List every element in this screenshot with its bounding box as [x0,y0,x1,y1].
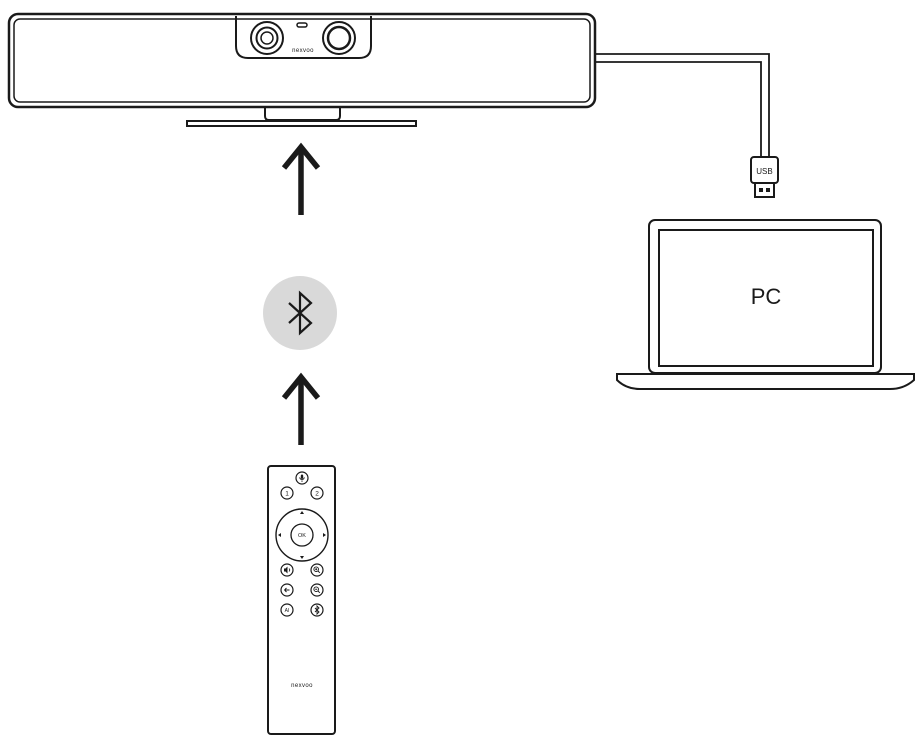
remote-bluetooth-button [310,603,324,617]
mount-bracket [186,107,417,127]
dpad-left-icon [278,533,281,537]
zoom-in-button [310,563,324,577]
remote-brand-logo: nexvoo [291,683,313,689]
camera-brand-logo: nexvoo [292,48,314,54]
ai-button: AI [280,603,294,617]
volume-button [280,563,294,577]
laptop: PC [616,219,915,390]
laptop-screen [658,229,874,367]
remote-control: 1 2 OK [267,465,336,735]
usb-label: USB [756,167,772,176]
remote-bluetooth-icon [314,604,320,616]
usb-plug [754,182,775,198]
video-bar: nexvoo [7,12,597,127]
laptop-screen-label: PC [751,284,782,309]
ok-button [290,523,314,547]
preset-1-label: 1 [285,491,289,498]
dpad: OK [275,508,329,562]
dpad-up-icon [300,511,304,514]
camera-lens-left [250,21,284,55]
bluetooth-badge [263,276,337,350]
bluetooth-icon [288,290,313,336]
dpad-right-icon [323,533,326,537]
zoom-out-button [310,583,324,597]
preset-1-button: 1 [280,486,294,500]
dpad-down-icon [300,556,304,559]
camera-module: nexvoo [235,16,372,59]
mic-button [295,471,309,485]
camera-lens-right [322,21,356,55]
usb-cable: USB [595,53,779,198]
laptop-base [616,373,915,390]
preset-2-label: 2 [315,491,319,498]
arrow-up-icon-upper [281,142,321,215]
status-led [296,22,308,28]
preset-2-button: 2 [310,486,324,500]
arrow-up-icon-lower [281,372,321,445]
ai-label: AI [285,608,290,614]
back-button [280,583,294,597]
ok-label: OK [298,533,306,539]
